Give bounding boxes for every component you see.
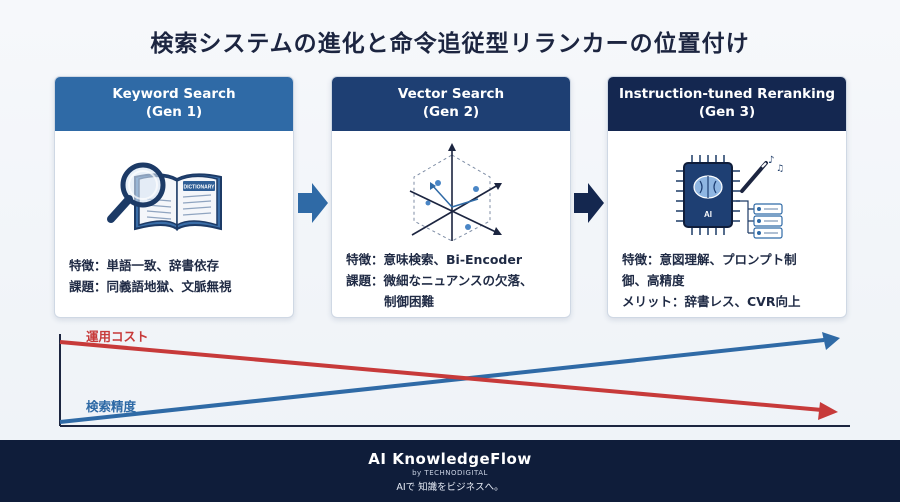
card-feature: 特徴：意味検索、Bi-Encoder xyxy=(346,252,523,267)
card-keyword-search: Keyword Search (Gen 1) DICTIONARY 特徴：単語一… xyxy=(54,76,294,318)
footer-tagline: AIで 知識をビジネスへ。 xyxy=(396,482,504,493)
cost-arrowhead xyxy=(818,402,838,420)
card-header: Keyword Search (Gen 1) xyxy=(55,77,293,131)
chip-label: AI xyxy=(704,210,712,219)
footer-byline: by TECHNODIGITAL xyxy=(412,469,488,477)
ai-chip-icon: AI ♪ ♫ xyxy=(676,155,784,239)
card-issue: 課題：微細なニュアンスの欠落、 xyxy=(346,273,533,288)
vector-space-icon xyxy=(409,143,502,242)
card-header: Vector Search (Gen 2) xyxy=(332,77,570,131)
accuracy-label: 検索精度 xyxy=(86,399,137,414)
card-generation: (Gen 3) xyxy=(698,104,756,120)
trend-chart xyxy=(59,332,850,427)
card-generation: (Gen 2) xyxy=(422,104,480,120)
book-label: DICTIONARY xyxy=(184,185,216,191)
dictionary-magnifier-icon: DICTIONARY xyxy=(107,162,222,231)
card-merit: メリット：辞書レス、CVR向上 xyxy=(622,294,801,309)
svg-text:♫: ♫ xyxy=(776,164,784,174)
arrow-right-icon xyxy=(298,183,328,223)
card-issue-continued: 制御困難 xyxy=(384,294,435,309)
card-description: 特徴：単語一致、辞書依存 課題：同義語地獄、文脈無視 xyxy=(69,255,287,297)
card-heading: Instruction-tuned Reranking xyxy=(619,86,835,102)
svg-text:♪: ♪ xyxy=(768,155,774,166)
arrow-right-icon xyxy=(574,183,604,223)
card-heading: Keyword Search xyxy=(112,86,236,102)
card-feature: 特徴：単語一致、辞書依存 xyxy=(69,258,220,273)
cost-label: 運用コスト xyxy=(86,329,149,344)
card-vector-search: Vector Search (Gen 2) 特徴：意味検索、Bi-Encoder… xyxy=(331,76,571,318)
card-heading: Vector Search xyxy=(397,86,505,102)
cost-trend-line xyxy=(59,340,823,412)
card-description: 特徴：意図理解、プロンプト制 御、高精度 メリット：辞書レス、CVR向上 xyxy=(622,249,840,312)
accuracy-trend-line xyxy=(59,338,825,424)
footer-brand: AI KnowledgeFlow xyxy=(368,450,532,468)
card-feature-continued: 御、高精度 xyxy=(622,273,685,288)
page-title: 検索システムの進化と命令追従型リランカーの位置付け xyxy=(150,31,750,57)
accuracy-arrowhead xyxy=(822,332,840,350)
card-issue: 課題：同義語地獄、文脈無視 xyxy=(69,279,232,294)
footer: AI KnowledgeFlow by TECHNODIGITAL AIで 知識… xyxy=(0,440,900,502)
card-header: Instruction-tuned Reranking (Gen 3) xyxy=(608,77,846,131)
card-generation: (Gen 1) xyxy=(145,104,203,120)
card-feature: 特徴：意図理解、プロンプト制 xyxy=(622,252,797,267)
card-description: 特徴：意味検索、Bi-Encoder 課題：微細なニュアンスの欠落、 制御困難 xyxy=(346,249,564,312)
card-instruction-reranking: Instruction-tuned Reranking (Gen 3) AI ♪… xyxy=(607,76,847,318)
